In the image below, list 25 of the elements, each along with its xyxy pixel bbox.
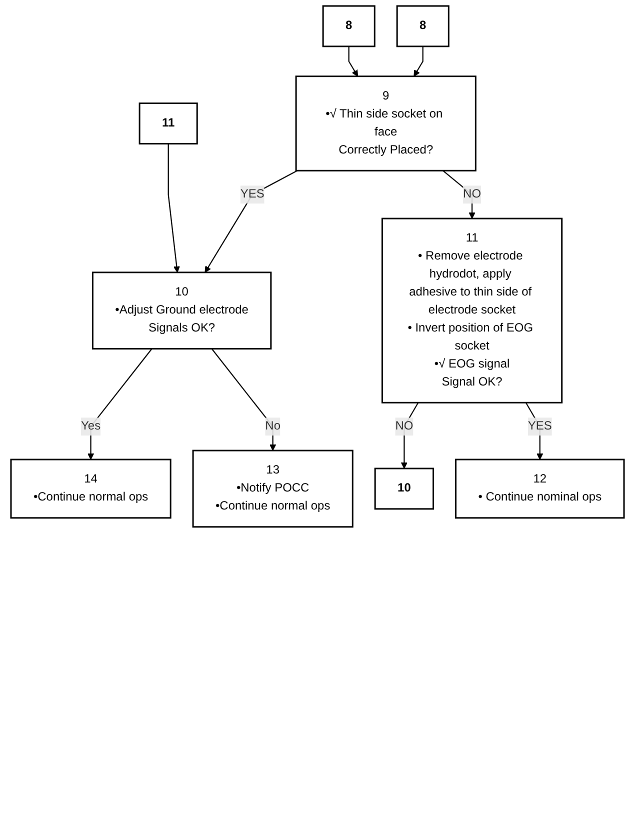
arrow: [525, 402, 544, 460]
node-box: 8: [322, 5, 376, 48]
arrow: [211, 348, 276, 451]
node-box: 11: [138, 102, 198, 144]
arrow: [400, 402, 419, 469]
edge-label: NO: [463, 188, 482, 201]
edge-label: No: [265, 420, 280, 433]
arrow: [414, 46, 424, 77]
arrow: [204, 170, 298, 273]
edge-label: Yes: [81, 420, 101, 433]
edge-label: YES: [528, 420, 552, 433]
node-box: 12 • Continue nominal ops: [455, 458, 625, 519]
node-box: 11 • Remove electrode hydrodot, apply adhesive to thin side of electrode socket • Invert position of EOG socket •√ EOG signal Signal OK?: [381, 218, 563, 404]
edge-label: YES: [240, 188, 264, 201]
node-box: 9 •√ Thin side socket on face Correctly Placed?: [295, 76, 476, 172]
node-box: 10 •Adjust Ground electrode Signals OK?: [92, 272, 272, 350]
node-box: 10: [374, 468, 434, 510]
arrow: [168, 144, 180, 273]
arrow: [88, 348, 152, 460]
edge-label: NO: [395, 420, 414, 433]
node-box: 13 •Notify POCC •Continue normal ops: [192, 450, 354, 528]
arrow: [348, 46, 358, 77]
node-box: 8: [396, 5, 450, 48]
node-box: 14 •Continue normal ops: [10, 458, 172, 519]
arrow: [442, 170, 476, 219]
